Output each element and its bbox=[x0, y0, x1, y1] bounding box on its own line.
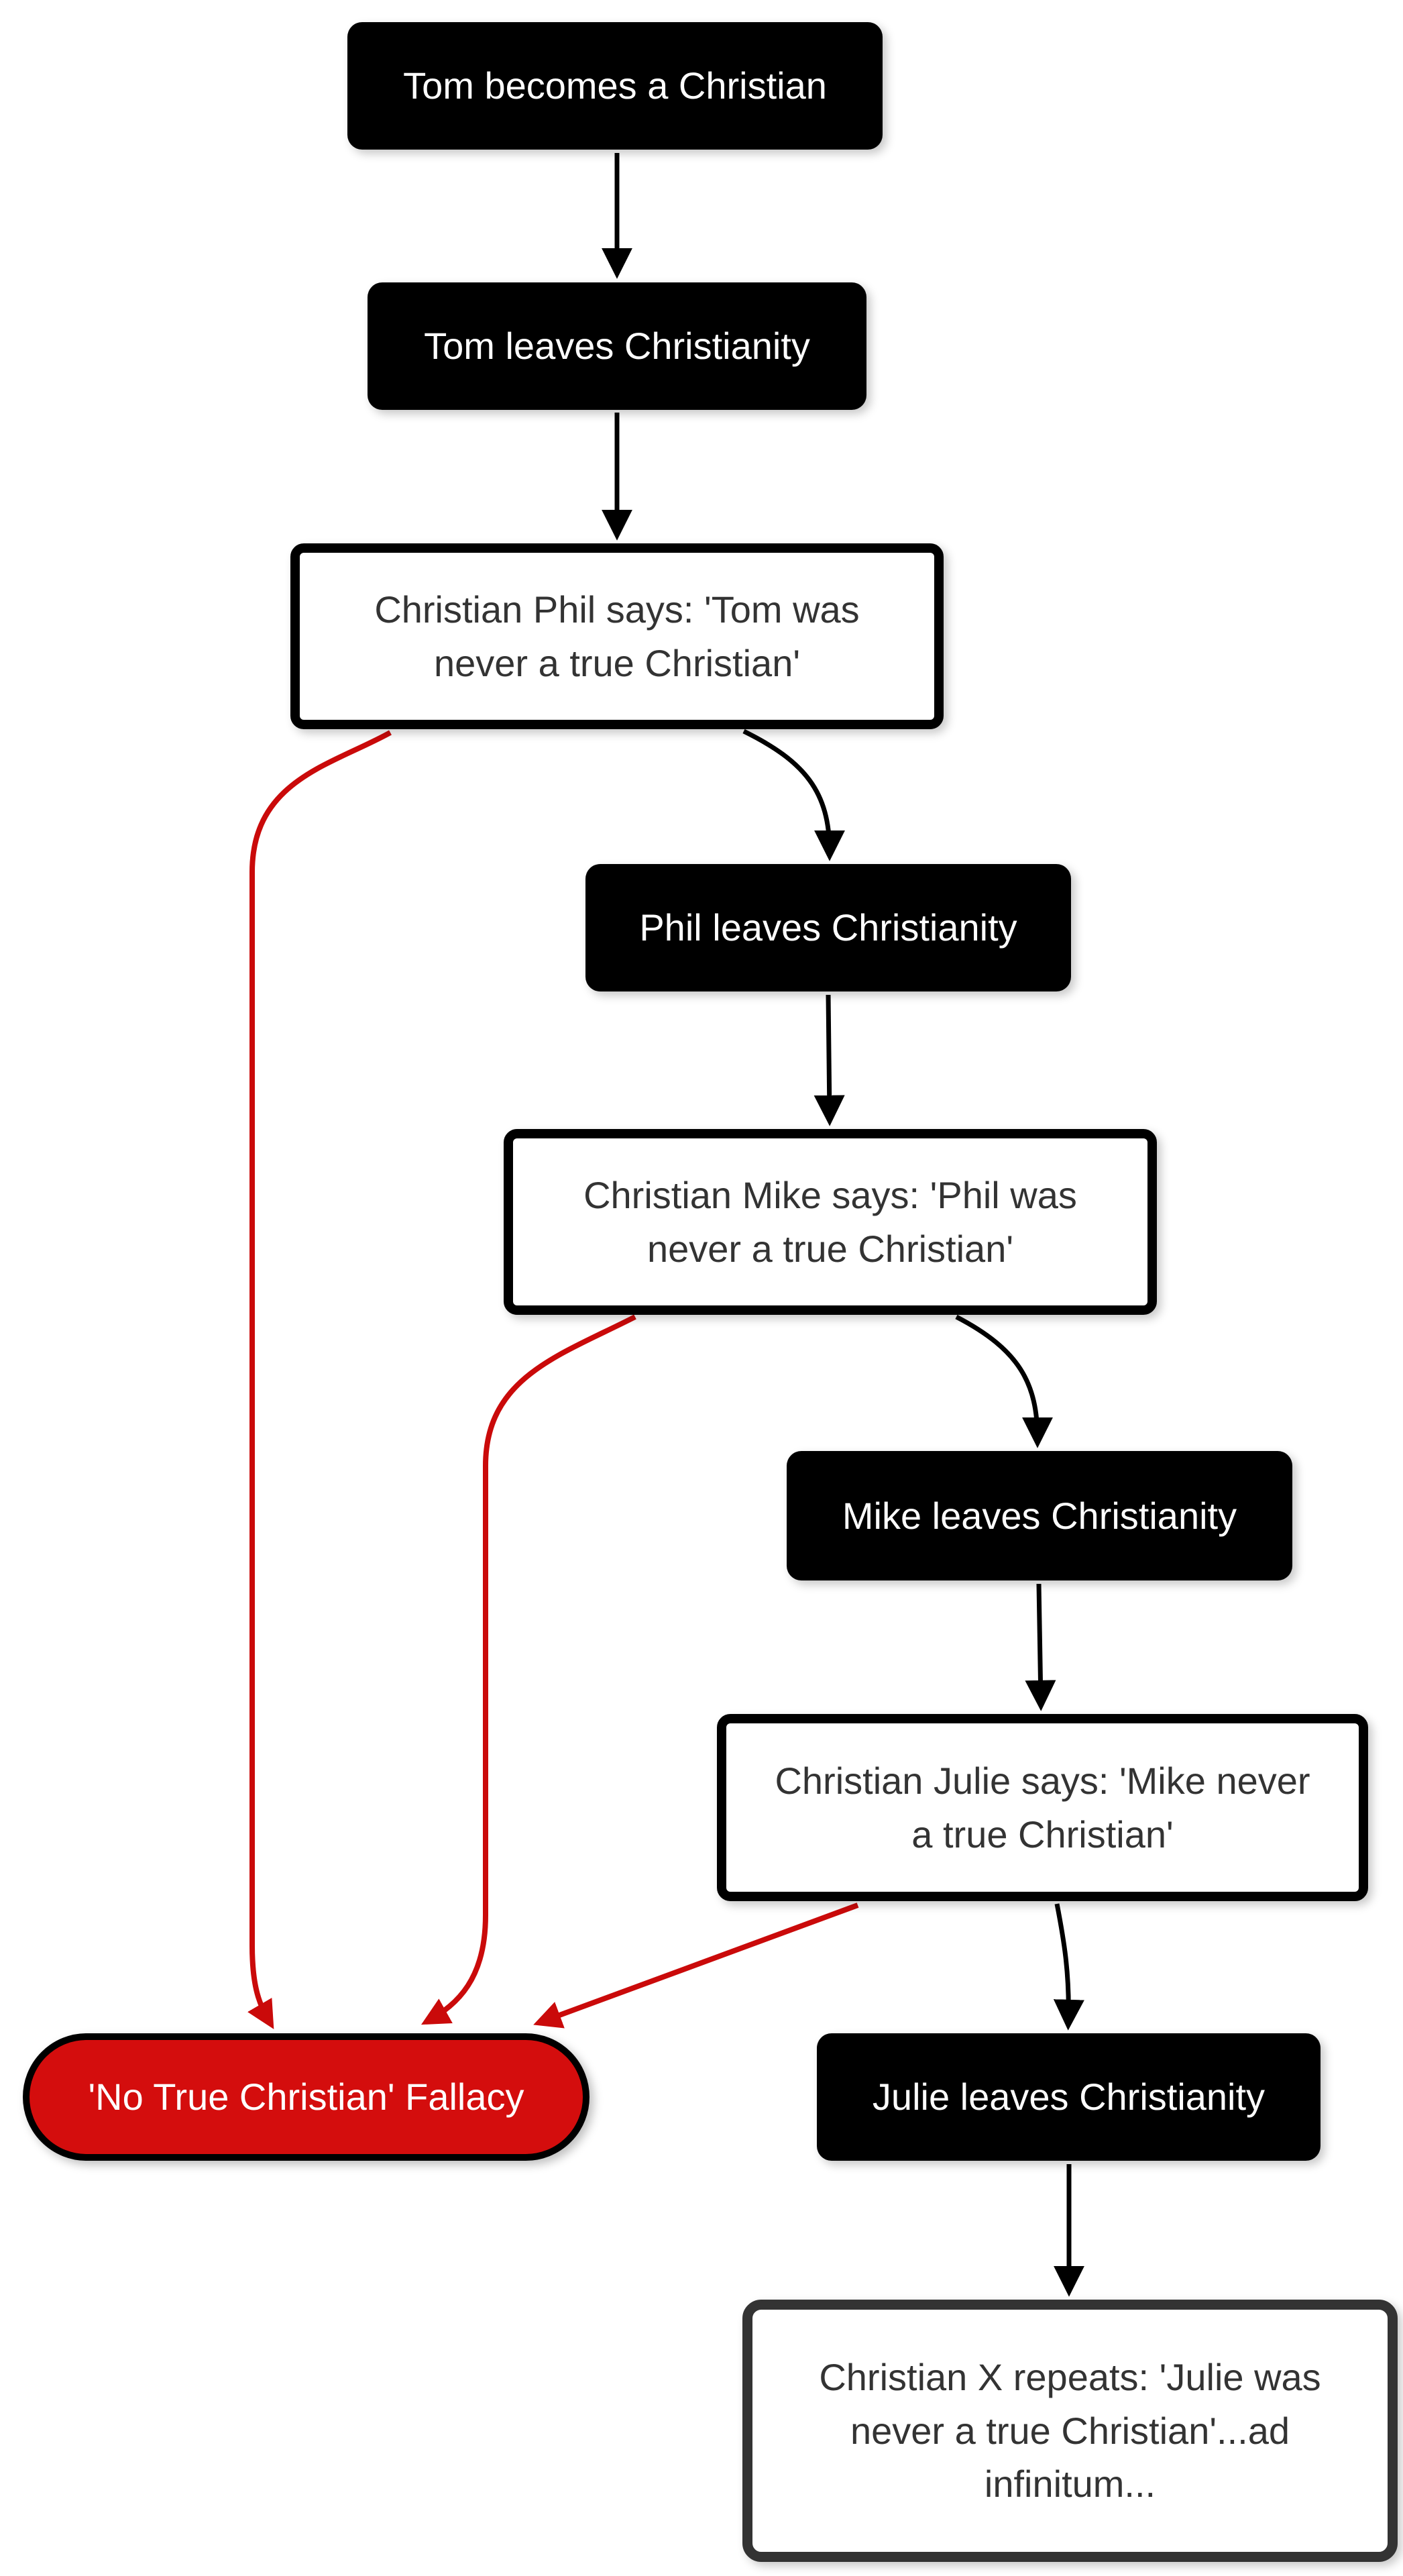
edge-mike-says-to-fallacy bbox=[420, 1314, 636, 2025]
node-label: Phil leaves Christianity bbox=[639, 906, 1017, 949]
node-label: Tom becomes a Christian bbox=[403, 64, 827, 107]
node-label: Christian Julie says: 'Mike never a true… bbox=[775, 1759, 1310, 1856]
node-label: Christian X repeats: 'Julie was never a … bbox=[819, 2356, 1321, 2506]
edge-phil-says-to-fallacy bbox=[247, 730, 392, 2029]
edge-mike-leaves-to-julie-says bbox=[1025, 1583, 1056, 1711]
node-label: Julie leaves Christianity bbox=[872, 2076, 1266, 2118]
node-label: 'No True Christian' Fallacy bbox=[88, 2076, 524, 2118]
edge-phil-says-to-phil-leaves bbox=[742, 729, 845, 861]
node-label: Tom leaves Christianity bbox=[424, 325, 810, 368]
edge-julie-says-to-julie-leaves bbox=[1053, 1903, 1084, 2031]
edge-phil-leaves-to-mike-says bbox=[813, 994, 845, 1126]
node-x-repeats-claim: Christian X repeats: 'Julie was never a … bbox=[742, 2300, 1398, 2562]
edge-julie-says-to-fallacy bbox=[533, 1902, 859, 2029]
edge-mike-says-to-mike-leaves bbox=[955, 1314, 1053, 1448]
node-tom-becomes-christian: Tom becomes a Christian bbox=[347, 22, 883, 150]
node-mike-claim: Christian Mike says: 'Phil was never a t… bbox=[504, 1129, 1157, 1315]
node-label: Mike leaves Christianity bbox=[842, 1494, 1237, 1537]
node-fallacy-pill: 'No True Christian' Fallacy bbox=[23, 2033, 590, 2161]
node-phil-claim: Christian Phil says: 'Tom was never a tr… bbox=[290, 543, 944, 729]
node-label: Christian Phil says: 'Tom was never a tr… bbox=[374, 588, 860, 684]
node-julie-claim: Christian Julie says: 'Mike never a true… bbox=[717, 1714, 1368, 1901]
node-phil-leaves-christianity: Phil leaves Christianity bbox=[585, 864, 1071, 991]
node-tom-leaves-christianity: Tom leaves Christianity bbox=[368, 282, 866, 410]
node-julie-leaves-christianity: Julie leaves Christianity bbox=[817, 2033, 1321, 2161]
node-mike-leaves-christianity: Mike leaves Christianity bbox=[787, 1451, 1292, 1580]
node-label: Christian Mike says: 'Phil was never a t… bbox=[583, 1173, 1077, 1270]
